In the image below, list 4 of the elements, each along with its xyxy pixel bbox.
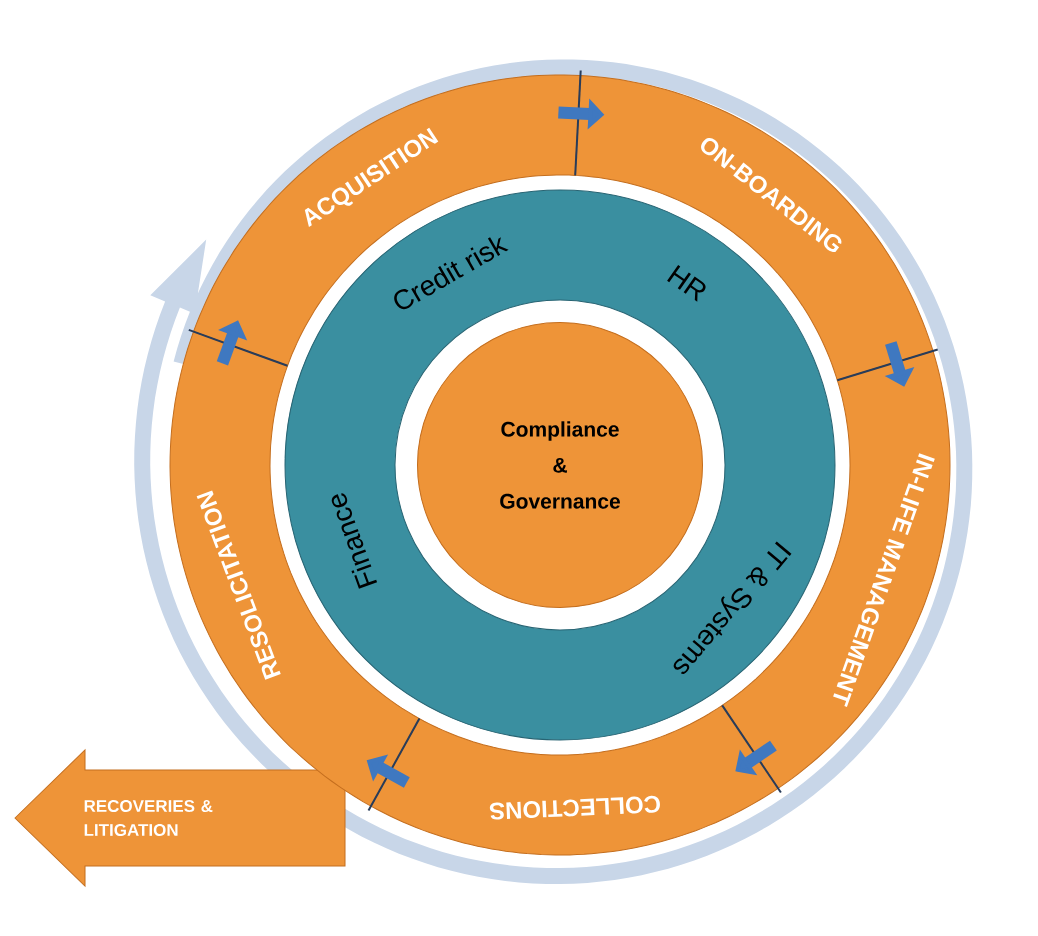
arrow <box>735 740 777 776</box>
ring-label: Finance <box>331 493 378 589</box>
ring-segment: COLLECTIONS <box>370 704 779 856</box>
ring-label: HR <box>667 264 706 302</box>
